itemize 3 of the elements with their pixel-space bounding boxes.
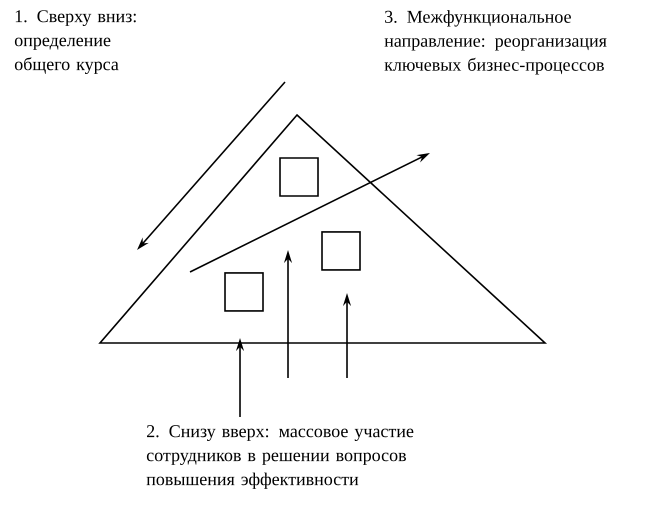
note-text: 2. Снизу вверх: массовое участие сотрудников в решении вопросов повышения эффективности [146, 425, 414, 489]
note-text: 3. Межфункциональное направление: реорганизация ключевых бизнес-процессов [384, 10, 607, 74]
note-text: 1. Сверху вниз: определение общего курса [14, 10, 136, 74]
